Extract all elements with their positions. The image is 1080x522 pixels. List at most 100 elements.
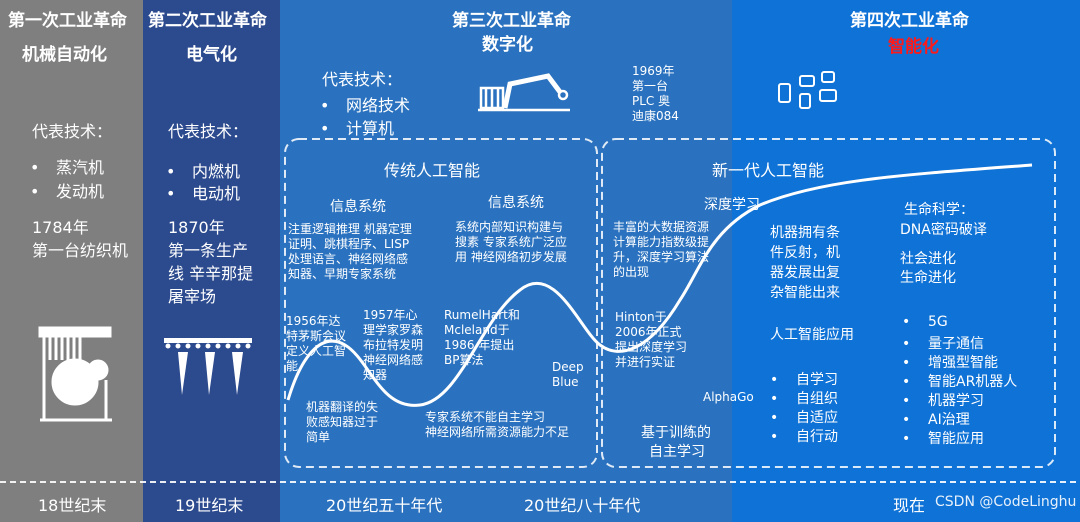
event-bp: RumelHart和 <box>444 308 520 322</box>
event-expert-limits: 专家系统不能自主学习 <box>425 410 546 424</box>
event-1957: 神经网络感 <box>363 353 424 367</box>
event-deep-blue: Deep <box>552 360 584 374</box>
event-1956: 特茅斯会议 <box>286 329 347 343</box>
era4-subtitle: 智能化 <box>888 37 939 57</box>
era2-subtitle: 电气化 <box>186 45 237 65</box>
smart-devices-icon <box>778 71 837 109</box>
event-bp: BP算法 <box>444 353 484 367</box>
era3-column <box>280 0 732 522</box>
machine-text: 机器拥有条 <box>770 225 840 241</box>
event-1957: 知器 <box>363 368 388 382</box>
self-learning-text: 基于训练的 <box>641 425 711 441</box>
deep-learning-heading: 深度学习 <box>704 197 760 213</box>
event-deep-blue: Blue <box>552 375 579 389</box>
big-data-text: 的出现 <box>613 265 650 279</box>
future-tech-item: 智能应用 <box>902 428 984 448</box>
event-1957: 理学家罗森 <box>363 323 424 337</box>
hinton-text: 2006年正式 <box>615 325 682 339</box>
new-ai-title: 新一代人工智能 <box>712 161 825 180</box>
future-tech-item: AI治理 <box>902 409 970 429</box>
hinton-text: 提出深度学习 <box>615 340 688 354</box>
big-data-text: 丰富的大数据资源 <box>613 220 710 234</box>
era4-period: 现在 <box>893 496 926 515</box>
event-1957: 1957年心 <box>363 308 418 322</box>
event-bp: 1986 年提出 <box>444 338 515 352</box>
era3-tech-label: 代表技术： <box>322 70 403 89</box>
textile-machine-icon <box>38 326 112 422</box>
traditional-ai-left-text: 注重逻辑推理 机器定理 <box>288 222 412 236</box>
era1-period: 18世纪末 <box>38 496 107 515</box>
era1-column <box>0 0 143 522</box>
era3-event: 第一台 <box>632 79 669 93</box>
traditional-ai-left-text: 知器、早期专家系统 <box>288 267 397 281</box>
new-ai-box <box>601 138 1056 468</box>
future-tech-item: 5G <box>902 314 948 330</box>
era2-event: 屠宰场 <box>168 287 217 306</box>
era4-title: 第四次工业革命 <box>850 11 969 31</box>
machine-text: 杂智能出来 <box>770 285 840 301</box>
self-learning-text: 自主学习 <box>649 444 705 460</box>
era1-title: 第一次工业革命 <box>8 11 127 31</box>
traditional-ai-left-text: 证明、跳棋程序、LISP <box>288 237 410 251</box>
future-tech-item: 智能AR机器人 <box>902 371 1017 391</box>
era1-tech-item: 蒸汽机 <box>30 154 104 178</box>
era1-event: 第一台纺织机 <box>32 241 129 260</box>
event-mt-failure: 机器翻译的失 <box>306 400 379 414</box>
traditional-ai-title: 传统人工智能 <box>384 161 481 180</box>
alphago-label: AlphaGo <box>703 390 754 404</box>
era2-period: 19世纪末 <box>175 496 244 515</box>
traditional-ai-left-heading: 信息系统 <box>330 199 386 215</box>
era2-tech-item: 电动机 <box>166 180 240 204</box>
era2-event: 第一条生产 <box>168 241 249 260</box>
traditional-ai-right-text: 搜素 专家系统广泛应 <box>455 235 567 249</box>
machine-text: 件反射，机 <box>770 245 840 261</box>
era1-event: 1784年 <box>32 218 89 237</box>
era2-title: 第二次工业革命 <box>148 11 267 31</box>
era2-column <box>143 0 280 522</box>
era2-event: 线 辛辛那提 <box>168 264 254 283</box>
era1-tech-item: 发动机 <box>30 178 104 202</box>
machine-text: 器发展出复 <box>770 265 840 281</box>
big-data-text: 升，深度学习算法 <box>613 250 710 264</box>
evolution-text: 社会进化 <box>900 251 956 267</box>
era3-period-1: 20世纪五十年代 <box>326 496 443 515</box>
era1-subtitle: 机械自动化 <box>22 45 107 65</box>
production-line-icon <box>164 338 252 395</box>
event-bp: Mcleland于 <box>444 323 510 337</box>
event-1956: 能 <box>286 359 299 373</box>
traditional-ai-right-text: 用 神经网络初步发展 <box>455 250 567 264</box>
evolution-text: 生命进化 <box>900 270 956 286</box>
era3-event: 1969年 <box>632 64 675 78</box>
watermark: CSDN @CodeLinghu <box>935 494 1077 510</box>
ai-app-item: 自适应 <box>770 407 838 427</box>
era3-subtitle: 数字化 <box>482 35 533 55</box>
big-data-text: 计算能力指数级提 <box>613 235 710 249</box>
era3-title: 第三次工业革命 <box>452 11 571 31</box>
ai-app-item: 自组织 <box>770 388 838 408</box>
traditional-ai-right-heading: 信息系统 <box>488 195 544 211</box>
ai-apps-heading: 人工智能应用 <box>770 327 854 343</box>
robot-arm-icon <box>478 73 570 112</box>
event-1956: 1956年达 <box>286 314 341 328</box>
future-tech-item: 机器学习 <box>902 390 984 410</box>
ai-app-item: 自行动 <box>770 426 838 446</box>
era3-period-2: 20世纪八十年代 <box>524 496 641 515</box>
event-mt-failure: 败感知器过于 <box>306 415 379 429</box>
era1-tech-label: 代表技术： <box>32 122 113 141</box>
ai-app-item: 自学习 <box>770 369 838 389</box>
ai-development-curve <box>286 163 1033 407</box>
event-1956: 定义人工智 <box>286 344 347 358</box>
future-tech-item: 增强型智能 <box>902 352 998 372</box>
event-1957: 布拉特发明 <box>363 338 424 352</box>
era2-tech-item: 内燃机 <box>166 158 240 182</box>
event-mt-failure: 简单 <box>306 430 331 444</box>
era3-tech-item: 网络技术 <box>320 92 410 116</box>
hinton-text: 并进行实证 <box>615 355 676 369</box>
event-expert-limits: 神经网络所需资源能力不足 <box>425 425 570 439</box>
era2-event: 1870年 <box>168 218 225 237</box>
era3-event: 迪康084 <box>632 109 679 123</box>
era3-event: PLC 奥 <box>632 94 671 108</box>
traditional-ai-left-text: 处理语言、神经网络感 <box>288 252 409 266</box>
era2-tech-label: 代表技术： <box>168 122 249 141</box>
